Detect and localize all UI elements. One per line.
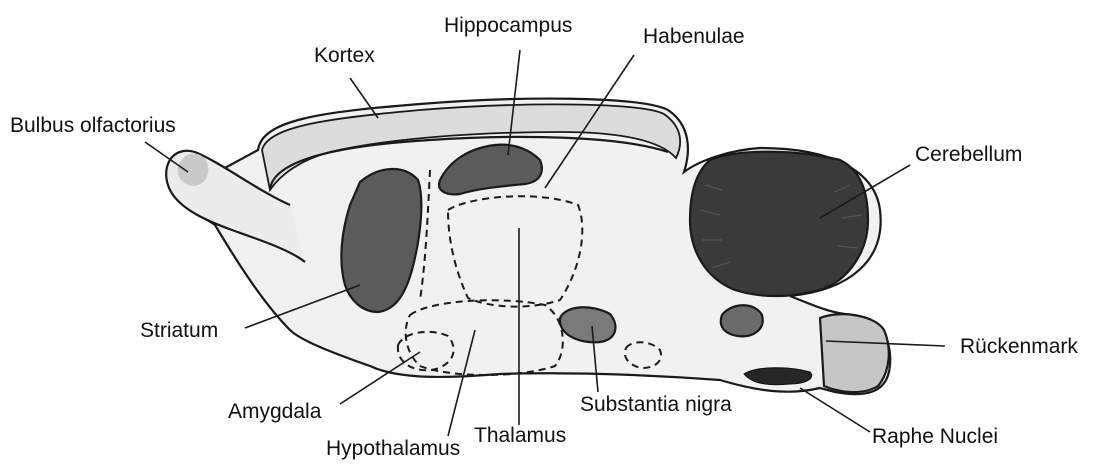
label-thalamus: Thalamus	[474, 424, 566, 447]
label-kortex: Kortex	[314, 44, 375, 67]
label-substantia-nigra: Substantia nigra	[580, 393, 732, 416]
label-cerebellum: Cerebellum	[915, 143, 1022, 166]
label-raphe-nuclei: Raphe Nuclei	[872, 425, 998, 448]
pons-region	[721, 305, 763, 336]
label-bulbus-olfactorius: Bulbus olfactorius	[10, 114, 176, 137]
label-striatum: Striatum	[140, 319, 218, 342]
cerebellum-region	[690, 152, 868, 296]
label-hippocampus: Hippocampus	[444, 14, 572, 37]
label-habenulae: Habenulae	[643, 25, 745, 48]
spinal-cord-region	[820, 314, 889, 392]
label-rueckenmark: Rückenmark	[960, 335, 1078, 358]
label-amygdala: Amygdala	[228, 400, 322, 423]
label-hypothalamus: Hypothalamus	[326, 437, 460, 460]
